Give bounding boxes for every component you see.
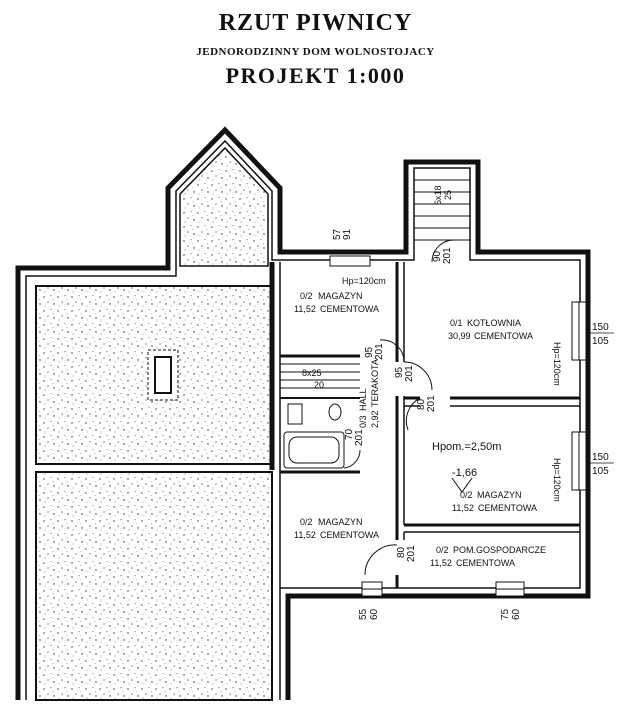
svg-text:MAGAZYN: MAGAZYN [477, 490, 522, 500]
svg-text:CEMENTOWA: CEMENTOWA [320, 304, 379, 314]
svg-text:57: 57 [332, 228, 343, 240]
svg-text:TERAKOTA: TERAKOTA [370, 359, 380, 407]
room-label-magazyn-mid: 0/2 MAGAZYN 11,52 CEMENTOWA [452, 490, 537, 513]
svg-text:11,52: 11,52 [430, 558, 452, 568]
svg-text:150: 150 [592, 452, 609, 463]
room-label-magazyn-top: 0/2 MAGAZYN 11,52 CEMENTOWA [294, 291, 379, 314]
svg-text:201: 201 [374, 343, 385, 360]
svg-text:105: 105 [592, 336, 609, 347]
room-label-kotlownia: 0/1 KOTŁOWNIA 30,99 CEMENTOWA [448, 318, 533, 341]
svg-text:90: 90 [432, 250, 443, 262]
plan-title: RZUT PIWNICY [218, 10, 413, 36]
svg-text:75: 75 [500, 608, 511, 620]
svg-text:2,92: 2,92 [370, 410, 380, 428]
sill-height-label: Hp=120cm [342, 276, 386, 286]
svg-text:95: 95 [394, 366, 405, 378]
vent-shaft-inner [154, 356, 172, 394]
svg-text:0/2: 0/2 [300, 517, 313, 527]
room-height-label: Hpom.=2,50m [432, 441, 501, 453]
svg-text:0/1: 0/1 [450, 318, 463, 328]
svg-text:11,52: 11,52 [452, 503, 474, 513]
svg-text:POM.GOSPODARCZE: POM.GOSPODARCZE [453, 545, 546, 555]
internal-stairs [280, 363, 360, 389]
level-label: -1,66 [452, 467, 477, 479]
svg-text:HALL: HALL [358, 388, 368, 411]
svg-text:201: 201 [426, 395, 437, 412]
svg-text:0/2: 0/2 [460, 490, 473, 500]
sill-height-label-3: Hp=120cm [552, 458, 562, 502]
svg-text:201: 201 [404, 365, 415, 382]
external-stairs [414, 179, 470, 241]
svg-text:11,52: 11,52 [294, 530, 316, 540]
plan-subtitle: JEDNORODZINNY DOM WOLNOSTOJACY [196, 46, 435, 58]
level-marker [451, 477, 473, 493]
stairs-main-label: 6x18 [433, 185, 443, 205]
door-swings [343, 239, 455, 576]
stairs-inner-label-b: 20 [314, 380, 324, 390]
project-scale: PROJEKT 1:000 [225, 63, 406, 88]
svg-text:MAGAZYN: MAGAZYN [318, 517, 363, 527]
room-label-magazyn-bottom: 0/2 MAGAZYN 11,52 CEMENTOWA [294, 517, 379, 540]
svg-text:11,52: 11,52 [294, 304, 316, 314]
svg-text:0/3: 0/3 [358, 415, 368, 428]
dimensions: 57 91 90 201 95 201 95 201 80 201 70 201… [332, 228, 614, 620]
svg-text:60: 60 [511, 608, 522, 620]
stairs-main-label-b: 25 [443, 190, 453, 200]
interior-walls [269, 262, 580, 588]
room-label-pom-gospodarcze: 0/2 POM.GOSPODARCZE 11,52 CEMENTOWA [430, 545, 546, 568]
svg-text:201: 201 [442, 247, 453, 264]
svg-text:150: 150 [592, 322, 609, 333]
svg-text:70: 70 [344, 428, 355, 440]
svg-text:CEMENTOWA: CEMENTOWA [474, 331, 533, 341]
svg-text:55: 55 [358, 608, 369, 620]
svg-text:60: 60 [369, 608, 380, 620]
svg-text:KOTŁOWNIA: KOTŁOWNIA [467, 318, 521, 328]
svg-text:201: 201 [406, 545, 417, 562]
unexcavated-area-bay [179, 146, 269, 267]
unexcavated-area-bottom [35, 471, 273, 701]
bathroom [283, 403, 345, 469]
svg-text:105: 105 [592, 466, 609, 477]
svg-text:CEMENTOWA: CEMENTOWA [320, 530, 379, 540]
svg-text:CEMENTOWA: CEMENTOWA [478, 503, 537, 513]
windows [329, 255, 587, 597]
svg-text:80: 80 [416, 398, 427, 410]
sill-height-label-2: Hp=120cm [552, 342, 562, 386]
room-label-hall: 0/3 HALL 2,92 TERAKOTA [358, 359, 380, 428]
svg-text:0/2: 0/2 [300, 291, 313, 301]
svg-text:30,99: 30,99 [448, 331, 471, 341]
svg-text:80: 80 [396, 546, 407, 558]
svg-text:91: 91 [342, 228, 353, 240]
svg-text:201: 201 [354, 429, 365, 446]
svg-text:95: 95 [364, 346, 375, 358]
stairs-inner-label: 8x25 [302, 368, 322, 378]
svg-text:CEMENTOWA: CEMENTOWA [456, 558, 515, 568]
svg-text:MAGAZYN: MAGAZYN [318, 291, 363, 301]
svg-text:0/2: 0/2 [436, 545, 449, 555]
